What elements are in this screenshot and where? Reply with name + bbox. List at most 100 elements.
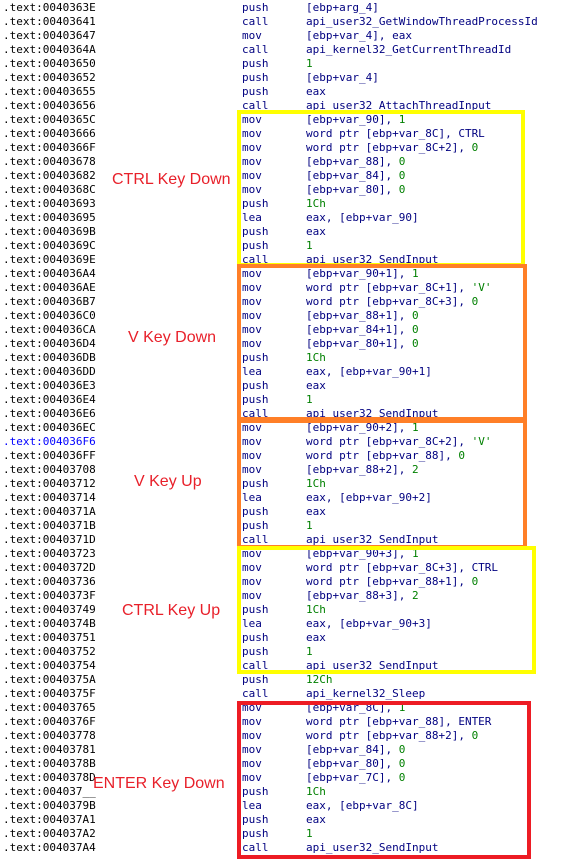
instruction-operands: eax xyxy=(306,225,326,238)
instruction-operands: api_user32_SendInput xyxy=(306,253,439,266)
instruction-address: .text:004036FF xyxy=(3,449,96,462)
instruction-operands: [ebp+var_90], 1 xyxy=(306,113,406,126)
instruction-address: .text:00403754 xyxy=(3,659,96,672)
instruction-operands: [ebp+var_84], 0 xyxy=(306,743,406,756)
instruction-operands: [ebp+var_80], 0 xyxy=(306,183,406,196)
instruction-mnemonic: mov xyxy=(242,435,262,448)
instruction-address: .text:004036F6 xyxy=(3,435,96,448)
instruction-operands: eax xyxy=(306,379,326,392)
instruction-address: .text:0040371D xyxy=(3,533,96,546)
instruction-operands: [ebp+var_88+2], 2 xyxy=(306,463,419,476)
instruction-operands: word ptr [ebp+var_8C], CTRL xyxy=(306,127,485,140)
instruction-mnemonic: push xyxy=(242,813,269,826)
instruction-operands: [ebp+var_8C], 1 xyxy=(306,701,406,714)
instruction-mnemonic: call xyxy=(242,99,269,112)
instruction-operands: [ebp+var_90+3], 1 xyxy=(306,547,419,560)
instruction-address: .text:004036D4 xyxy=(3,337,96,350)
instruction-operands: 1 xyxy=(306,827,313,840)
instruction-address: .text:00403695 xyxy=(3,211,96,224)
instruction-address: .text:0040369B xyxy=(3,225,96,238)
instruction-address: .text:00403650 xyxy=(3,57,96,70)
instruction-operands: eax, [ebp+var_90+3] xyxy=(306,617,432,630)
instruction-operands: word ptr [ebp+var_8C+1], 'V' xyxy=(306,281,492,294)
instruction-mnemonic: mov xyxy=(242,267,262,280)
instruction-mnemonic: lea xyxy=(242,211,262,224)
instruction-address: .text:0040371A xyxy=(3,505,96,518)
instruction-mnemonic: mov xyxy=(242,715,262,728)
instruction-address: .text:00403656 xyxy=(3,99,96,112)
instruction-address: .text:0040366F xyxy=(3,141,96,154)
instruction-operands: word ptr [ebp+var_8C+3], 0 xyxy=(306,295,479,308)
instruction-operands: 1 xyxy=(306,393,313,406)
instruction-operands: word ptr [ebp+var_88+2], 0 xyxy=(306,729,479,742)
instruction-operands: [ebp+arg_4] xyxy=(306,1,379,14)
instruction-operands: [ebp+var_84+1], 0 xyxy=(306,323,419,336)
instruction-address: .text:00403749 xyxy=(3,603,96,616)
instruction-mnemonic: lea xyxy=(242,491,262,504)
instruction-mnemonic: mov xyxy=(242,169,262,182)
instruction-mnemonic: push xyxy=(242,603,269,616)
